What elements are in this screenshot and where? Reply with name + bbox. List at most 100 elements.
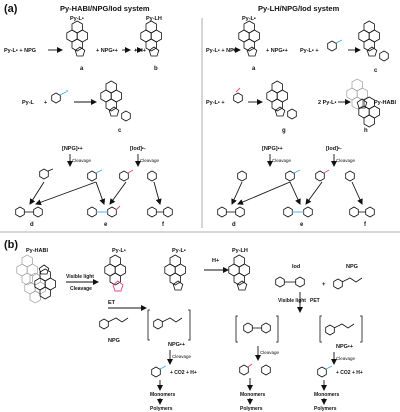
b-polymers-left: Polymers [150,406,173,412]
b-npg-left-label: NPG [108,338,120,344]
right-eq1-mid: + NPG•+ [266,48,288,54]
right-label-f: f [364,222,367,228]
left-product-e [87,205,121,218]
b-habi-label: Py-HABI [26,248,48,254]
b-monomers-left: Monomers [150,392,176,398]
b-npg-label: NPG [346,264,358,270]
b-cleavage-left: Cleavage [172,354,192,359]
panel-b-label: (b) [4,239,18,251]
b-npg-cation-right-label: NPG•+ [336,344,353,350]
left-product-f [147,206,173,218]
right-label-a: a [252,66,256,72]
left-label-c: c [118,128,122,134]
b-iod-anion-bracket [235,315,279,343]
right-pyL-mid: Py-L• + [206,100,225,106]
right-eq1-left: Py-L• + NPG [206,48,238,54]
b-npg-cation-left [147,309,191,341]
left-eq1-left: Py-L• + NPG [4,48,36,54]
left-label-b: b [154,66,158,72]
b-et-label: ET [108,300,116,306]
right-system-title: Py-LH/NPG/Iod system [258,4,340,13]
b-monomers-right: Monomers [314,392,340,398]
right-arrow-to-e [289,181,301,205]
b-iod-label: Iod [292,264,300,270]
b-polymers-right: Polymers [314,406,337,412]
right-arrow-to-d [231,181,243,205]
left-product-d [15,206,43,218]
left-pyL-top-label: Py-L• [70,16,84,22]
right-product-f [349,206,375,218]
left-npg-cation: [NPG]•+ [62,146,83,152]
right-pyL-right: Py-L• + [300,48,319,54]
right-radical-fragments [237,169,355,182]
right-label-c: c [374,68,378,74]
b-pyL-label: Py-L• [112,248,126,254]
right-cleavage1: Cleavage [272,158,292,163]
right-label-d: d [232,222,236,228]
b-npg-molecule [333,277,363,290]
left-label-d: d [30,222,34,228]
right-cleavage2: Cleavage [336,158,356,163]
left-system-title: Py-HABI/NPG/Iod system [60,4,150,13]
left-arrow-to-f [153,181,162,205]
left-iod-anion: [Iod]•- [130,146,146,152]
b-pyL-radical [104,254,126,292]
b-visible-light: Visible light [66,274,94,280]
left-molecule-c [100,80,131,122]
b-monomers-mid: Monomers [240,392,266,398]
b-h-plus: H+ [212,258,219,264]
b-cleavage-top: Cleavage [70,286,92,292]
b-visible-light-pet: Visible light [278,298,306,304]
b-pyLH-molecule [228,254,251,291]
right-iod-anion: [Iod]•- [326,146,342,152]
left-label-e: e [104,222,108,228]
b-pyL2-radical [164,254,187,291]
b-iod-molecule [275,276,305,288]
right-product-d [217,206,245,218]
right-npg-cation: [NPG]•+ [262,146,283,152]
left-aniline-radical [51,90,68,104]
right-product-e [283,206,313,218]
left-arrow-to-e [95,181,106,205]
left-pyL-mid: Py-L [22,100,35,106]
left-arrow-to-e2 [109,181,127,205]
right-label-g: g [282,128,286,134]
left-eq1-right: + H+ [134,48,146,54]
right-label-h: h [364,128,368,134]
right-molecule-g [266,80,297,120]
b-co2-right: + CO2 + H+ [336,370,363,376]
b-aniline-radical-right [317,365,333,378]
left-arrow-to-d2 [35,181,97,206]
b-pyLH-label: Py-LH [232,248,248,254]
b-pet: PET [310,298,320,304]
b-npg-left-molecule [99,317,129,330]
left-pyLH-top-label: Py-LH [146,16,162,22]
b-co2-left: + CO2 + H+ [170,370,197,376]
right-label-e: e [300,222,304,228]
b-habi-molecule [16,254,57,304]
b-npg-cation-right [319,315,363,343]
right-arrow-to-f [351,181,363,205]
right-habi-label: Py-HABI [374,100,396,106]
b-aryl-radical-mid [239,363,271,376]
left-molecule-a [66,20,88,57]
b-cleavage-right: Cleavage [336,356,356,361]
b-pyL2-label: Py-L• [172,248,186,254]
b-aniline-radical-left [151,365,167,378]
right-pyL-top-label: Py-L• [242,16,256,22]
b-cleavage-mid: Cleavage [260,350,280,355]
left-label-a: a [80,66,84,72]
right-molecule-a [238,20,261,57]
left-cleavage2: Cleavage [140,158,160,163]
panel-a-label: (a) [4,3,18,15]
left-plus-sign: + [44,100,47,106]
right-two-pyL: 2 Py-L• [318,100,337,106]
right-aniline-radical-top [327,39,343,52]
left-cleavage1: Cleavage [72,158,92,163]
left-label-f: f [162,222,165,228]
b-plus-sign: + [322,282,326,288]
right-molecule-c [358,20,389,62]
left-radical-fragments [39,168,157,182]
left-arrow-to-d [29,181,45,205]
